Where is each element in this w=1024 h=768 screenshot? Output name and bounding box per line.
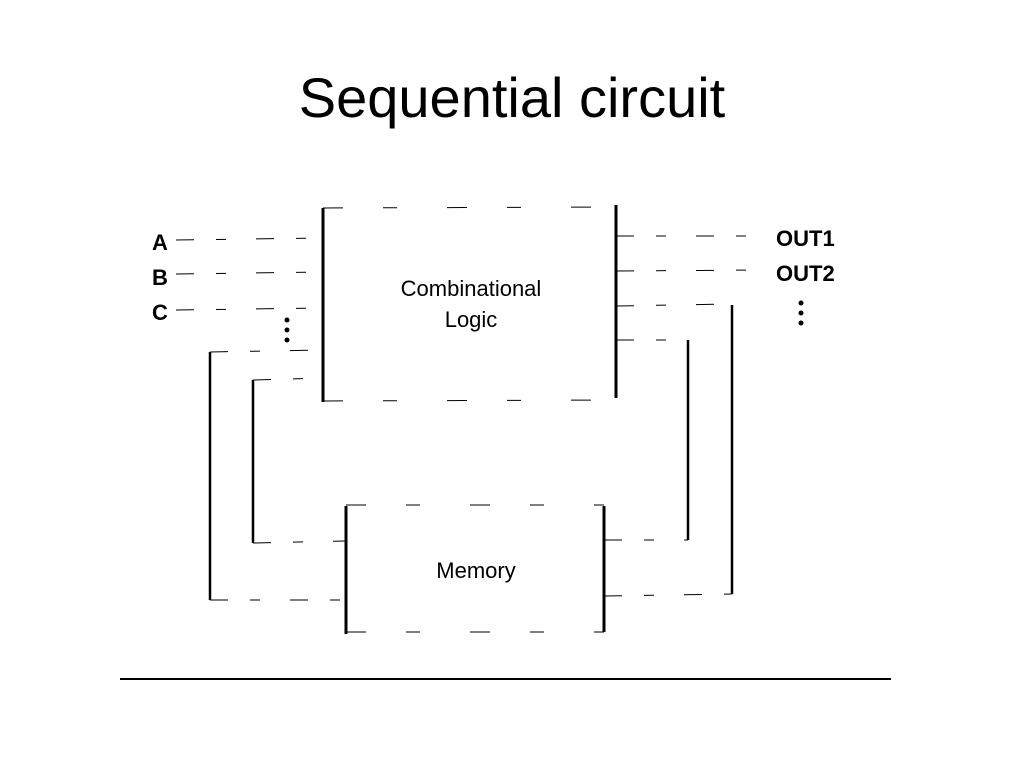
output-wires: [615, 235, 763, 272]
input-labels: A B C: [152, 230, 168, 325]
input-ellipsis-icon: [284, 317, 290, 343]
combinational-logic-block: Combinational Logic: [321, 205, 618, 402]
output-label-out1: OUT1: [776, 226, 835, 251]
slide-title: Sequential circuit: [298, 66, 726, 129]
output-wire-2: [615, 269, 763, 272]
output-labels: OUT1 OUT2: [776, 226, 835, 286]
input-wires: [175, 237, 324, 311]
next-state-outer-bottom: [603, 593, 733, 597]
feedback-inner-bottom: [252, 540, 347, 544]
memory-block: Memory: [344, 504, 606, 634]
slide-bottom-rule: [120, 678, 891, 680]
combinational-block-top-edge: [322, 206, 617, 209]
output-ellipsis-icon: [798, 300, 804, 326]
feedback-outer-top: [209, 349, 324, 353]
input-wire-a: [175, 237, 324, 241]
input-wire-b: [175, 271, 324, 275]
next-state-outer-top: [615, 303, 733, 307]
input-label-b: B: [152, 265, 168, 290]
output-label-out2: OUT2: [776, 261, 835, 286]
next-state-wires: [603, 303, 734, 597]
input-wire-c: [175, 307, 324, 311]
feedback-inner-top: [252, 377, 324, 381]
combinational-block-bottom-edge: [322, 399, 617, 402]
input-label-c: C: [152, 300, 168, 325]
combinational-block-label-line2: Logic: [445, 307, 498, 332]
memory-block-label: Memory: [436, 558, 515, 583]
input-label-a: A: [152, 230, 168, 255]
state-feedback-wires: [208, 349, 347, 601]
combinational-block-label-line1: Combinational: [401, 276, 542, 301]
